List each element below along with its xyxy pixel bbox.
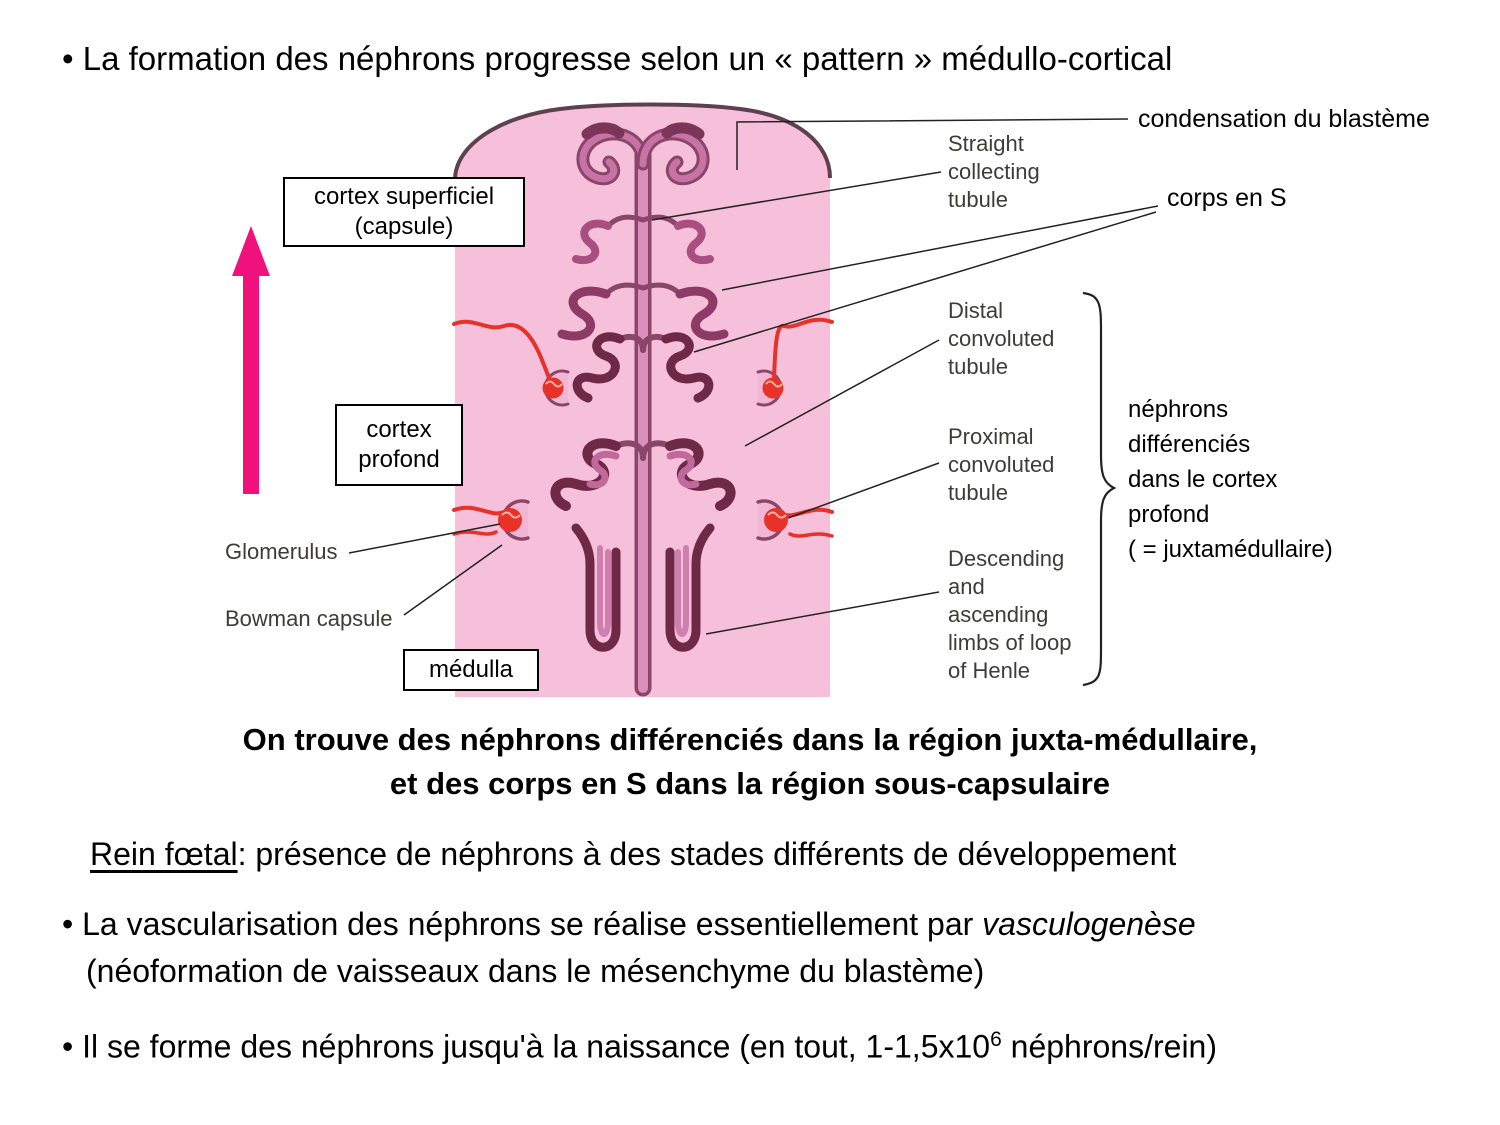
label-loop-of-henle: Descending and ascending limbs of loop o…: [948, 546, 1072, 683]
label-bowman-capsule: Bowman capsule: [225, 606, 393, 631]
vascularisation-line-2: (néoformation de vaisseaux dans le mésen…: [86, 953, 985, 989]
conclusion-line-1: On trouve des néphrons différenciés dans…: [242, 722, 1258, 757]
label-box-cortex-superficiel: cortex superficiel (capsule): [283, 177, 525, 247]
medulla-text: médulla: [428, 656, 514, 683]
vasculogenese-term: vasculogenèse: [982, 906, 1196, 942]
naissance-prefix: • Il se forme des néphrons jusqu'à la na…: [62, 1028, 991, 1065]
label-nephrons-differencies: néphrons différenciés dans le cortex pro…: [1128, 396, 1333, 563]
naissance-exponent: 6: [990, 1028, 1002, 1051]
slide-title: • La formation des néphrons progresse se…: [62, 40, 1173, 77]
vascularisation-line: • La vascularisation des néphrons se réa…: [62, 906, 1196, 943]
label-box-medulla: médulla: [403, 649, 539, 691]
label-condensation-blasteme: condensation du blastème: [1138, 105, 1430, 133]
fetal-kidney-line: Rein fœtal: présence de néphrons à des s…: [90, 836, 1176, 873]
label-box-cortex-profond: cortex profond: [335, 404, 463, 486]
naissance-suffix: néphrons/rein): [1001, 1028, 1217, 1065]
cortex-profond-text: cortex profond: [358, 416, 440, 473]
fetal-kidney-rest: : présence de néphrons à des stades diff…: [237, 836, 1177, 872]
conclusion-line-2: et des corps en S dans la région sous-ca…: [389, 766, 1111, 801]
fetal-kidney-label: Rein fœtal: [90, 836, 238, 872]
label-corps-en-s: corps en S: [1167, 184, 1287, 212]
upward-arrow: [232, 226, 270, 494]
conclusion-text: On trouve des néphrons différenciés dans…: [0, 718, 1500, 806]
nephrons-bracket: [1082, 291, 1117, 687]
naissance-line: • Il se forme des néphrons jusqu'à la na…: [62, 1028, 1217, 1066]
vascularisation-prefix: • La vascularisation des néphrons se réa…: [62, 906, 983, 942]
label-proximal-convoluted-tubule: Proximal convoluted tubule: [948, 424, 1055, 505]
label-distal-convoluted-tubule: Distal convoluted tubule: [948, 298, 1055, 379]
loops-of-henle: [571, 523, 715, 652]
label-glomerulus: Glomerulus: [225, 539, 338, 564]
label-straight-collecting-tubule: Straight collecting tubule: [948, 131, 1040, 212]
cortex-superficiel-text: cortex superficiel (capsule): [313, 183, 495, 240]
